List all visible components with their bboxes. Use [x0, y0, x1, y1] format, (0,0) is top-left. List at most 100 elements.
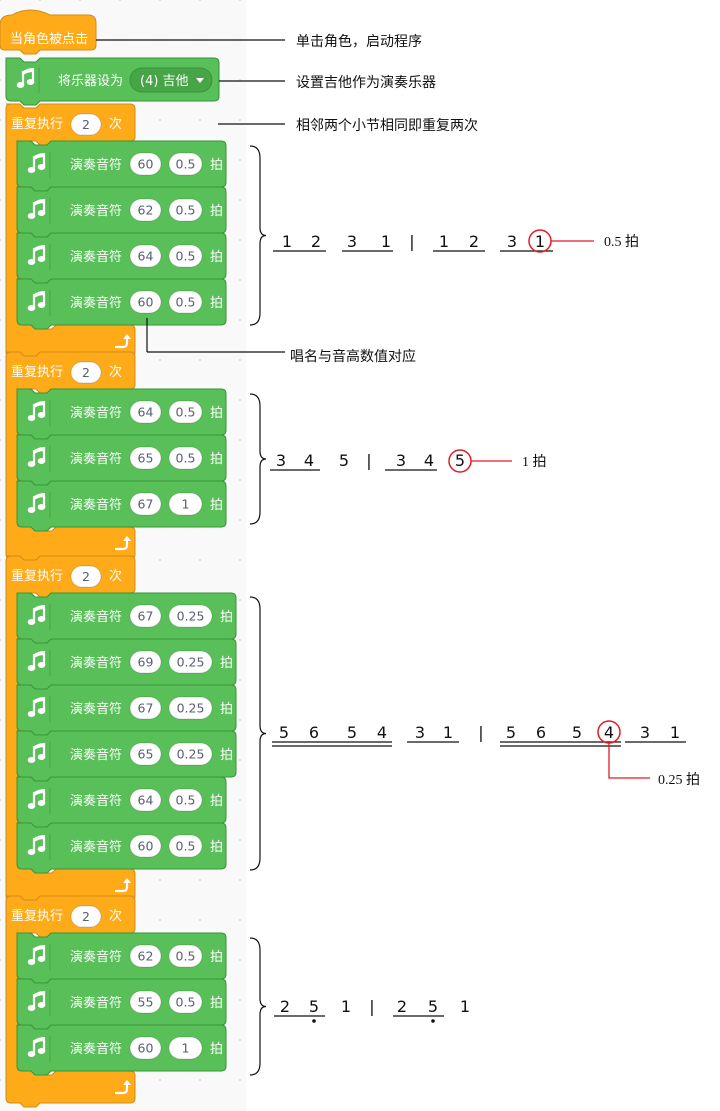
- repeat-count-input[interactable]: 2: [70, 565, 102, 588]
- oval-field[interactable]: [168, 152, 203, 176]
- beats-input[interactable]: 0.5: [168, 446, 203, 470]
- oval-field[interactable]: [129, 446, 162, 470]
- oval-field[interactable]: [129, 290, 162, 314]
- oval-field[interactable]: [129, 788, 162, 812]
- oval-field[interactable]: [168, 446, 203, 470]
- beats-input[interactable]: 0.5: [168, 788, 203, 812]
- instrument-dropdown[interactable]: (4) 吉他: [129, 67, 213, 93]
- hat-label: 当角色被点击: [10, 31, 88, 47]
- oval-field[interactable]: [129, 244, 162, 268]
- oval-value: 2: [82, 365, 90, 380]
- oval-field[interactable]: [168, 696, 213, 720]
- oval-field[interactable]: [129, 696, 162, 720]
- oval-field[interactable]: [70, 565, 102, 588]
- beats-input[interactable]: 0.5: [168, 244, 203, 268]
- beats-input[interactable]: 0.5: [168, 944, 203, 968]
- oval-field[interactable]: [168, 198, 203, 222]
- oval-field[interactable]: [129, 400, 162, 424]
- oval-field[interactable]: [129, 492, 162, 516]
- beats-input[interactable]: 0.5: [168, 400, 203, 424]
- note-input[interactable]: 64: [129, 400, 162, 424]
- repeat-count-input[interactable]: 2: [70, 113, 102, 136]
- oval-field[interactable]: [129, 1036, 162, 1060]
- oval-field[interactable]: [129, 152, 162, 176]
- beats-input[interactable]: 0.5: [168, 990, 203, 1014]
- note-input[interactable]: 60: [129, 1036, 162, 1060]
- note-input[interactable]: 55: [129, 990, 162, 1014]
- oval-field[interactable]: [168, 834, 203, 858]
- oval-field[interactable]: [168, 604, 213, 628]
- oval-field[interactable]: [168, 290, 203, 314]
- oval-field[interactable]: [70, 113, 102, 136]
- note-input[interactable]: 64: [129, 244, 162, 268]
- oval-field[interactable]: [168, 944, 203, 968]
- oval-field[interactable]: [129, 742, 162, 766]
- set-instrument-block[interactable]: 将乐器设为(4) 吉他: [5, 57, 220, 106]
- beat-label: 拍: [210, 250, 223, 265]
- beats-input[interactable]: 0.25: [168, 650, 213, 674]
- oval-field[interactable]: [168, 244, 203, 268]
- oval-field[interactable]: [168, 650, 213, 674]
- oval-field[interactable]: [168, 742, 213, 766]
- beats-input[interactable]: 0.5: [168, 198, 203, 222]
- play-note-label: 演奏音符: [70, 609, 122, 625]
- oval-field[interactable]: [129, 834, 162, 858]
- play-note-label: 演奏音符: [70, 839, 122, 855]
- note-input[interactable]: 60: [129, 290, 162, 314]
- note-input[interactable]: 67: [129, 696, 162, 720]
- note-input[interactable]: 67: [129, 492, 162, 516]
- beats-input[interactable]: 0.25: [168, 742, 213, 766]
- oval-field[interactable]: [129, 604, 162, 628]
- beats-input[interactable]: 0.5: [168, 834, 203, 858]
- note-input[interactable]: 65: [129, 742, 162, 766]
- repeat-count-input[interactable]: 2: [70, 361, 102, 384]
- oval-field[interactable]: [168, 400, 203, 424]
- note-input[interactable]: 62: [129, 944, 162, 968]
- beats-input[interactable]: 0.5: [168, 152, 203, 176]
- beats-input[interactable]: 0.25: [168, 604, 213, 628]
- oval-field[interactable]: [70, 361, 102, 384]
- note-input[interactable]: 60: [129, 834, 162, 858]
- note-input[interactable]: 67: [129, 604, 162, 628]
- note-input[interactable]: 60: [129, 152, 162, 176]
- hat-block-sprite-clicked[interactable]: 当角色被点击: [0, 9, 97, 55]
- oval-field[interactable]: [129, 944, 162, 968]
- beats-input[interactable]: 0.5: [168, 290, 203, 314]
- beats-input[interactable]: 1: [168, 1036, 203, 1060]
- beats-input[interactable]: 1: [168, 492, 203, 516]
- repeat-count-input[interactable]: 2: [70, 905, 102, 928]
- note-input[interactable]: 64: [129, 788, 162, 812]
- beats-input[interactable]: 0.25: [168, 696, 213, 720]
- oval-field[interactable]: [168, 990, 203, 1014]
- oval-field[interactable]: [129, 650, 162, 674]
- oval-field[interactable]: [168, 788, 203, 812]
- oval-field[interactable]: [129, 990, 162, 1014]
- note-input[interactable]: 69: [129, 650, 162, 674]
- oval-field[interactable]: [129, 198, 162, 222]
- note-input[interactable]: 62: [129, 198, 162, 222]
- oval-field[interactable]: [70, 905, 102, 928]
- note-input[interactable]: 65: [129, 446, 162, 470]
- oval-field[interactable]: [168, 1036, 203, 1060]
- oval-field[interactable]: [168, 492, 203, 516]
